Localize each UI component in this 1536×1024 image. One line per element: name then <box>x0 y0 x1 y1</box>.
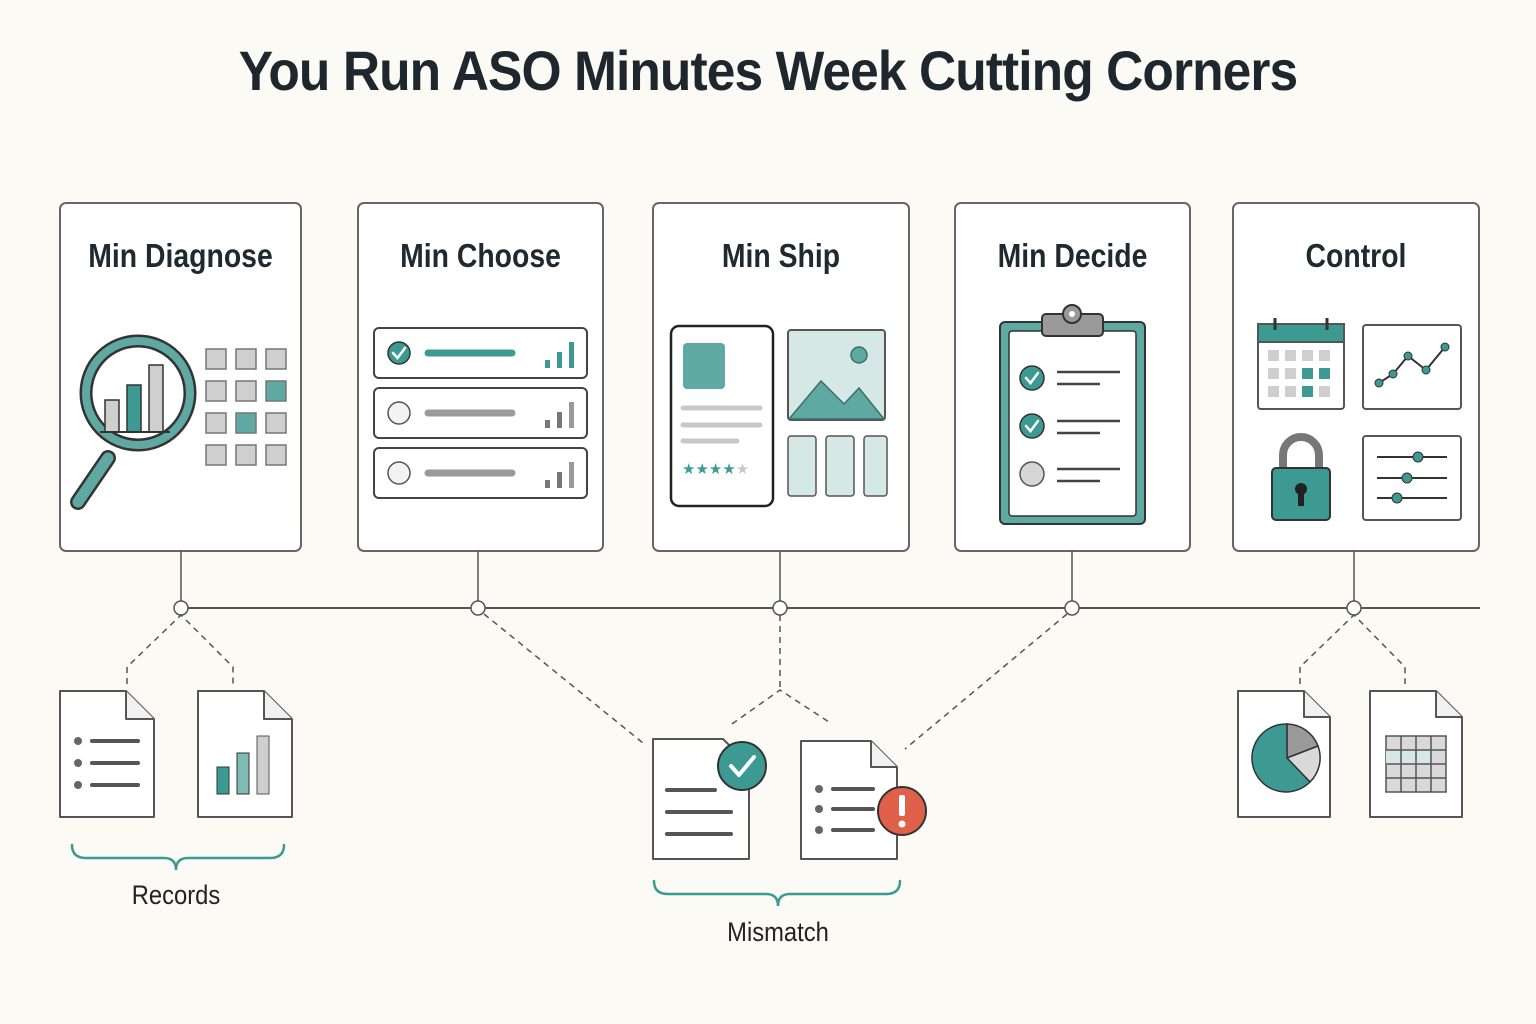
records-brace <box>70 843 286 871</box>
stage-title-decide: Min Decide <box>997 237 1148 274</box>
flagged-document-icon <box>800 740 898 860</box>
svg-text:★★★★★: ★★★★★ <box>682 460 749 478</box>
app-listing-preview-icon: ★★★★★ <box>669 324 888 508</box>
records-list-document-icon <box>59 690 155 818</box>
mismatch-label: Mismatch <box>727 917 829 947</box>
lock-icon <box>1271 433 1331 521</box>
page-title: You Run ASO Minutes Week Cutting Corners <box>238 39 1298 102</box>
table-document-icon <box>1369 690 1463 818</box>
option-list-icon <box>373 327 588 499</box>
calendar-icon <box>1257 318 1345 410</box>
records-chart-document-icon <box>197 690 293 818</box>
stage-title-choose: Min Choose <box>400 237 561 274</box>
mismatch-brace <box>652 879 902 907</box>
pie-chart-document-icon <box>1237 690 1331 818</box>
checklist-clipboard-icon <box>999 304 1146 525</box>
dashed-connectors <box>126 613 1406 750</box>
stage-title-ship: Min Ship <box>721 237 841 274</box>
timeline <box>173 551 1480 616</box>
line-chart-icon <box>1362 324 1462 410</box>
alert-badge-icon <box>877 786 927 836</box>
check-badge-icon <box>717 741 767 791</box>
control-panel-icon <box>1257 318 1462 521</box>
sliders-icon <box>1362 435 1462 521</box>
magnifier-chart-grid-icon <box>70 334 287 510</box>
stage-title-control: Control <box>1305 237 1407 274</box>
records-label: Records <box>131 880 221 910</box>
stage-title-diagnose: Min Diagnose <box>88 237 273 274</box>
